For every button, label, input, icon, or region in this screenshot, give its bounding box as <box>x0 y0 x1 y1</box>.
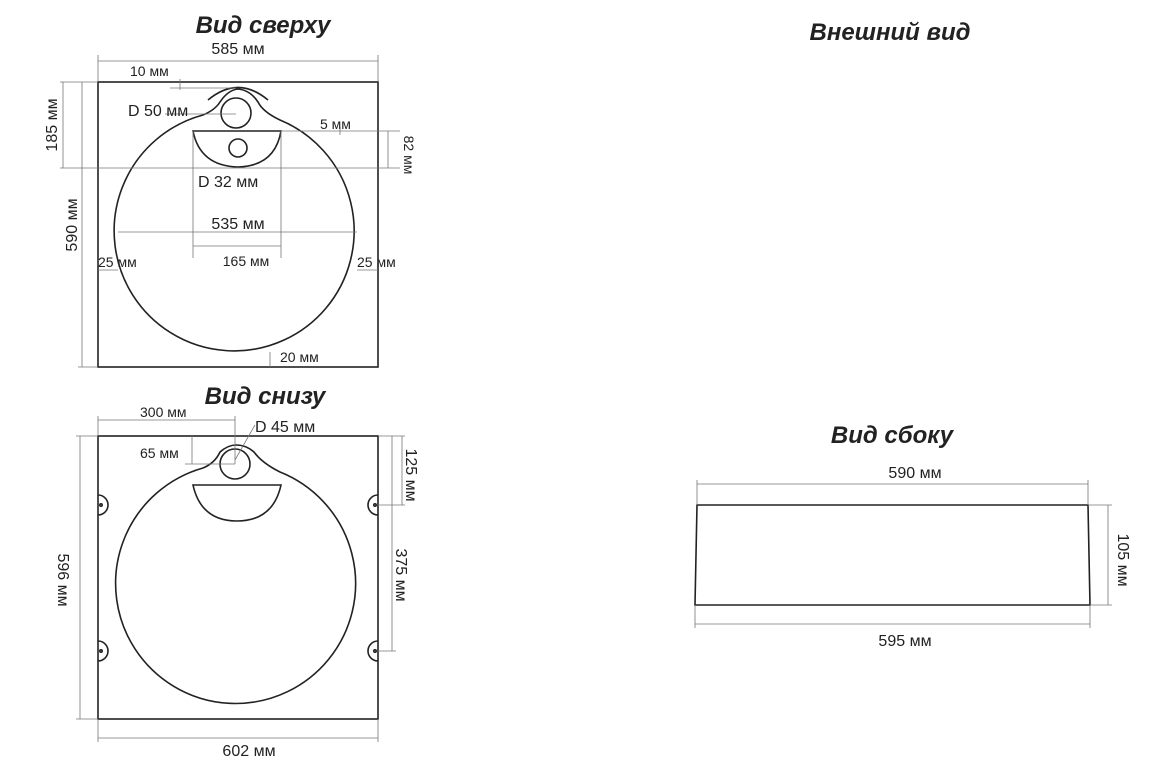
dim-width-165: 165 мм <box>223 253 270 269</box>
dim-width: 585 мм <box>211 41 264 58</box>
dim-height-105: 105 мм <box>1114 533 1131 586</box>
top-view-outline <box>97 81 379 368</box>
dim-offset-10: 10 мм <box>130 63 169 79</box>
top-view: 585 мм 10 мм D 50 мм D 32 мм 5 мм 82 мм … <box>44 41 417 368</box>
bottom-view: 300 мм D 45 мм 65 мм 125 мм 375 мм 596 м… <box>54 404 419 760</box>
dim-top-590: 590 мм <box>888 465 941 482</box>
overflow-bowl <box>192 130 282 168</box>
drain-hole <box>220 97 252 129</box>
overflow-hole <box>228 138 248 158</box>
bowl-outline <box>114 444 357 705</box>
exterior-title: Внешний вид <box>810 19 971 46</box>
bowl-outline <box>113 88 355 352</box>
dim-bottom-20: 20 мм <box>280 349 319 365</box>
dim-height-375: 375 мм <box>392 548 409 601</box>
dim-overflow-diameter: D 32 мм <box>198 174 258 191</box>
overflow-bowl <box>192 484 282 522</box>
side-view-title: Вид сбоку <box>831 422 955 449</box>
bottom-view-title: Вид снизу <box>205 383 327 410</box>
dim-height-596: 596 мм <box>54 553 71 606</box>
dim-height-590: 590 мм <box>64 198 81 251</box>
dim-height-125: 125 мм <box>402 448 419 501</box>
top-view-title: Вид сверху <box>196 12 333 39</box>
dim-gap-5: 5 мм <box>320 116 351 132</box>
dim-drain-diameter: D 50 мм <box>128 103 188 120</box>
dim-width-300: 300 мм <box>140 404 187 420</box>
mounting-holes <box>97 494 379 662</box>
dim-depth-82: 82 мм <box>401 136 417 175</box>
dim-bottom-595: 595 мм <box>878 633 931 650</box>
bottom-view-outline <box>97 435 379 720</box>
dim-height-65: 65 мм <box>140 445 179 461</box>
rim-arc <box>207 86 269 101</box>
dim-bowl-535: 535 мм <box>211 216 264 233</box>
dim-right-25: 25 мм <box>357 254 396 270</box>
dim-drain-diameter: D 45 мм <box>255 419 315 436</box>
dim-width-602: 602 мм <box>222 743 275 760</box>
side-view-outline <box>694 504 1091 606</box>
dim-left-25: 25 мм <box>98 254 137 270</box>
side-view: 590 мм 105 мм 595 мм <box>694 465 1131 650</box>
dim-height-185: 185 мм <box>44 98 61 151</box>
